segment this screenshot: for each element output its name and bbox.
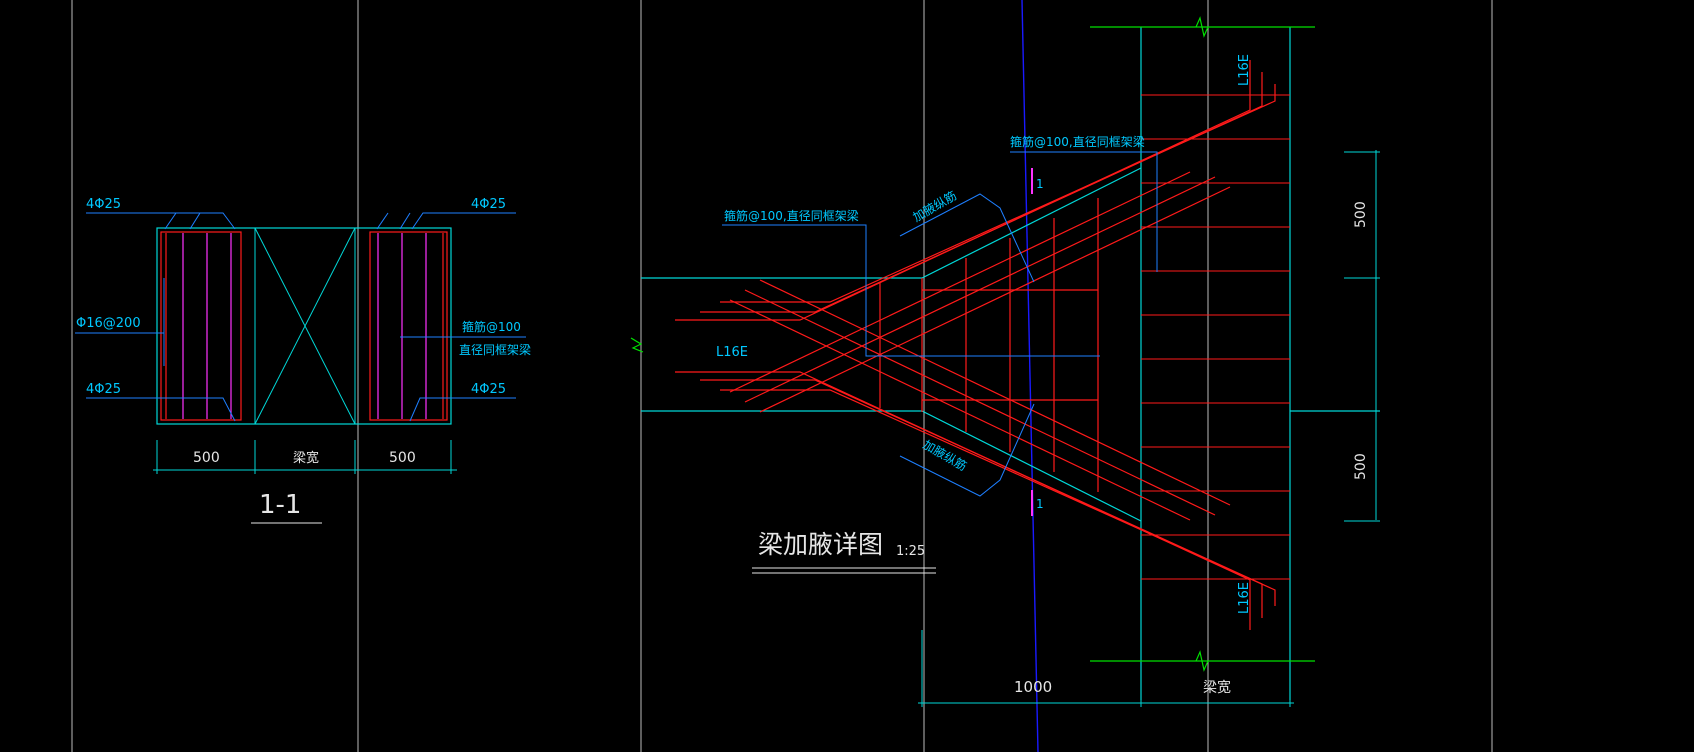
label-stirrup-line1: 箍筋@100: [462, 319, 521, 334]
haunch-detail: 箍筋@100,直径同框架梁 箍筋@100,直径同框架梁 加腋纵筋 加腋纵筋 L1…: [630, 0, 1380, 752]
label-stirrup-left: 箍筋@100,直径同框架梁: [724, 208, 859, 223]
dim-left: 500: [193, 450, 220, 466]
dim-right-top: 500: [1353, 201, 1369, 228]
dim-mid: 梁宽: [293, 450, 319, 466]
cut-label-top: 1: [1036, 177, 1044, 191]
section-title: 1-1: [259, 490, 301, 520]
label-haunch-top: 加腋纵筋: [910, 188, 959, 225]
label-top-left-bars: 4Φ25: [86, 197, 121, 212]
label-stirrup-top: 箍筋@100,直径同框架梁: [1010, 134, 1145, 149]
label-bottom-left-bars: 4Φ25: [86, 382, 121, 397]
label-anchor-top: L16E: [1237, 54, 1252, 86]
label-stirrup-line2: 直径同框架梁: [459, 342, 531, 357]
section-1-1: 4Φ25 4Φ25 4Φ25 4Φ25 Φ16@200 箍筋@100 直径同框架…: [75, 197, 531, 524]
detail-title: 梁加腋详图: [758, 530, 883, 559]
detail-scale: 1:25: [896, 544, 925, 559]
grid-lines: [71, 0, 1493, 752]
label-anchor-left: L16E: [716, 345, 748, 360]
label-side-bars: Φ16@200: [76, 316, 141, 331]
dim-bottom-left: 1000: [1014, 678, 1052, 696]
cut-label-bottom: 1: [1036, 497, 1044, 511]
dim-bottom-right: 梁宽: [1203, 679, 1231, 696]
label-bottom-right-bars: 4Φ25: [471, 382, 506, 397]
label-anchor-bottom: L16E: [1237, 582, 1252, 614]
dim-right: 500: [389, 450, 416, 466]
label-top-right-bars: 4Φ25: [471, 197, 506, 212]
dim-right-bottom: 500: [1353, 453, 1369, 480]
